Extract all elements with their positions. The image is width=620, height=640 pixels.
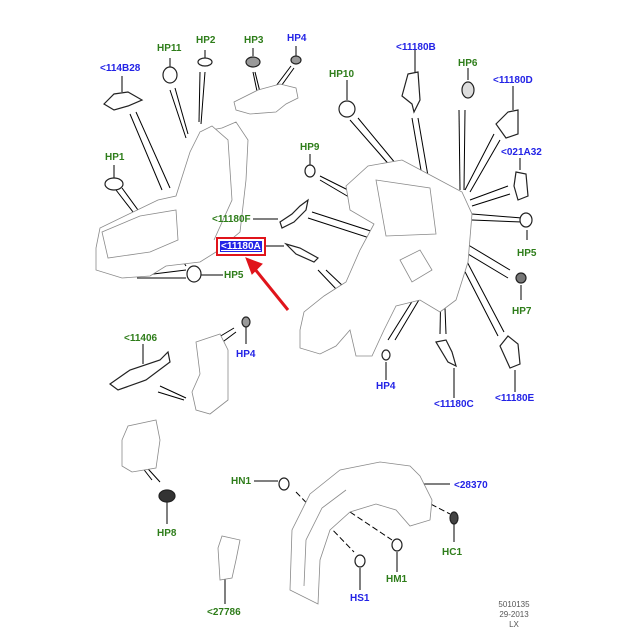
label-11180b[interactable]: <11180B <box>396 42 436 53</box>
trim-panel-part <box>217 535 241 581</box>
leader-line <box>411 117 423 177</box>
leader-line <box>357 117 397 165</box>
plug-hp2 <box>197 57 213 67</box>
label-hp6[interactable]: HP6 <box>458 58 478 69</box>
clip-hn1 <box>278 477 290 491</box>
bracket-part <box>233 83 299 115</box>
label-11180e[interactable]: <11180E <box>495 393 535 404</box>
leader-line <box>463 109 466 191</box>
assembly-line <box>349 511 393 541</box>
clip-hm1 <box>391 538 403 552</box>
label-11180d[interactable]: <11180D <box>493 75 533 86</box>
wheel-arch-liner-part <box>289 461 433 605</box>
leader-line <box>198 71 201 123</box>
label-114b28[interactable]: <114B28 <box>100 63 141 74</box>
label-11406[interactable]: <11406 <box>124 333 158 344</box>
wheel-arch-liner-detail <box>303 489 347 587</box>
assembly-line <box>414 495 451 515</box>
label-27786[interactable]: <27786 <box>207 607 241 618</box>
leader-line <box>200 71 206 125</box>
body-pillar-detail <box>101 209 179 259</box>
plug-hp6 <box>461 81 475 99</box>
label-11180f[interactable]: <11180F <box>212 214 251 225</box>
part-11180e <box>499 335 521 369</box>
label-hp4-top[interactable]: HP4 <box>287 33 307 44</box>
label-11180a-selected[interactable]: <11180A <box>218 239 264 254</box>
leader-line <box>135 111 171 189</box>
label-hs1[interactable]: HS1 <box>350 593 370 604</box>
label-hp9[interactable]: HP9 <box>300 142 320 153</box>
panel-part <box>121 419 161 473</box>
label-28370[interactable]: <28370 <box>454 480 488 491</box>
plug-hp4-right <box>381 349 391 361</box>
part-11180c <box>435 339 457 368</box>
plug-hp5-left <box>186 265 202 283</box>
plug-hp10 <box>338 100 356 118</box>
label-hm1[interactable]: HM1 <box>386 574 408 585</box>
label-hp10[interactable]: HP10 <box>329 69 355 80</box>
label-hp1[interactable]: HP1 <box>105 152 125 163</box>
plug-hp11 <box>162 66 178 84</box>
leader-line <box>471 213 523 219</box>
plug-hp1 <box>104 177 124 191</box>
leader-line <box>464 133 495 191</box>
leader-line <box>469 185 509 201</box>
label-hn1[interactable]: HN1 <box>231 476 252 487</box>
plug-hp7 <box>515 272 527 284</box>
body-rear-detail <box>399 249 433 283</box>
leader-line <box>174 87 189 135</box>
leader-line <box>469 139 501 193</box>
leader-line <box>129 113 163 191</box>
body-rear-window-frame <box>375 179 437 237</box>
footer-code: 5010135 <box>498 600 530 609</box>
panel-bracket-part <box>191 333 229 415</box>
part-114b28 <box>103 91 144 111</box>
screw-hs1 <box>354 554 366 568</box>
body-pillar-detail <box>199 125 233 241</box>
highlight-arrow-head <box>245 257 263 275</box>
diagram-footer: 5010135 29-2013 LX <box>494 600 534 630</box>
label-hp11[interactable]: HP11 <box>157 43 182 54</box>
leader-line <box>157 391 185 401</box>
plug-hp5-right <box>519 212 533 228</box>
plug-hp4-mid <box>241 316 251 328</box>
label-11180c[interactable]: <11180C <box>434 399 474 410</box>
label-hp5-right[interactable]: HP5 <box>517 248 537 259</box>
part-11180b <box>401 71 421 114</box>
label-hp4-mid[interactable]: HP4 <box>236 349 256 360</box>
part-11180f <box>279 198 309 229</box>
plug-hp8 <box>158 489 176 503</box>
clip-hc1 <box>449 511 459 525</box>
leader-line <box>471 219 523 223</box>
label-hp8[interactable]: HP8 <box>157 528 177 539</box>
footer-date: 29-2013 <box>499 610 529 619</box>
label-hp7[interactable]: HP7 <box>512 306 532 317</box>
footer-model: LX <box>509 620 519 629</box>
label-021a32[interactable]: <021A32 <box>501 147 542 158</box>
part-021a32 <box>513 171 529 201</box>
leader-line <box>463 255 505 333</box>
leader-line <box>159 385 187 399</box>
part-11180d <box>495 109 519 139</box>
leader-line <box>417 117 429 177</box>
leader-line <box>349 119 393 169</box>
highlight-arrow <box>252 267 290 311</box>
label-hp2[interactable]: HP2 <box>196 35 216 46</box>
plug-hp9 <box>304 164 316 178</box>
leader-line <box>458 109 461 191</box>
plug-hp4-top <box>290 55 302 65</box>
part-11406 <box>108 350 171 391</box>
label-hc1[interactable]: HC1 <box>442 547 463 558</box>
leader-line <box>471 193 511 207</box>
leader-line <box>459 261 499 337</box>
label-hp5-left[interactable]: HP5 <box>224 270 244 281</box>
part-11180a <box>283 242 319 263</box>
label-hp4-right[interactable]: HP4 <box>376 381 396 392</box>
plug-hp3 <box>245 56 261 68</box>
leader-line <box>169 89 187 139</box>
label-hp3[interactable]: HP3 <box>244 35 264 46</box>
